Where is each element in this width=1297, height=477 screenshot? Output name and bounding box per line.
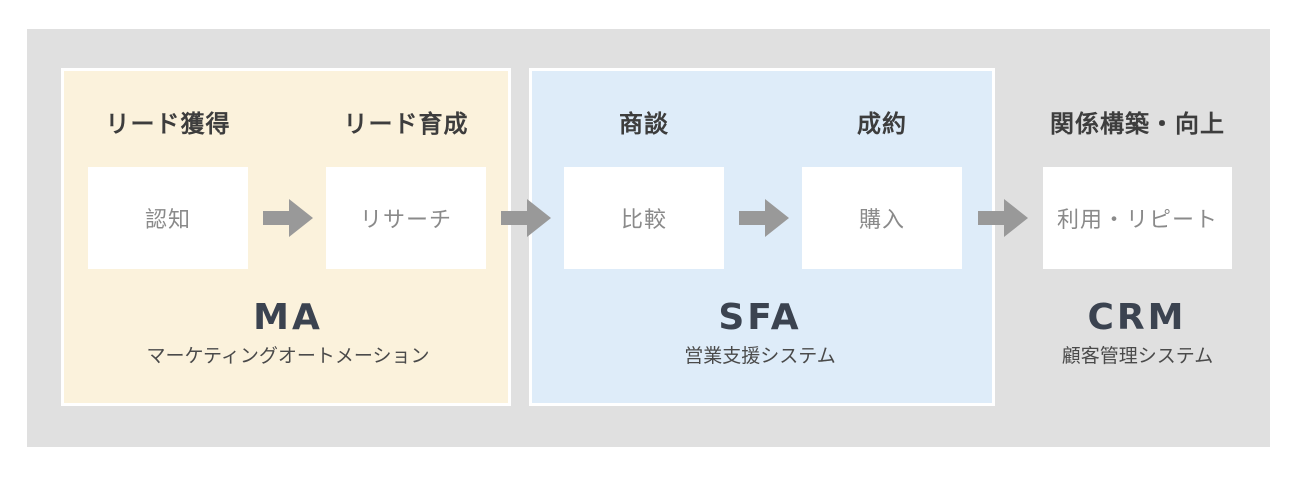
step-purchase-box: 購入 xyxy=(802,167,962,269)
system-sfa-description: 営業支援システム xyxy=(684,345,836,367)
stage-lead-acquisition: リード獲得 xyxy=(105,110,231,138)
step-use-repeat-box: 利用・リピート xyxy=(1043,167,1232,269)
step-comparison-label: 比較 xyxy=(620,208,667,233)
arrow-right-icon xyxy=(978,199,1028,237)
system-crm-description: 顧客管理システム xyxy=(1061,345,1214,367)
step-awareness-label: 認知 xyxy=(144,208,191,233)
step-purchase-label: 購入 xyxy=(858,208,905,233)
arrow-right-icon xyxy=(501,199,551,237)
system-ma-description: マーケティングオートメーション xyxy=(146,345,430,367)
stage-relationship: 関係構築・向上 xyxy=(1050,110,1225,138)
arrow-right-icon xyxy=(263,199,313,237)
stage-contract: 成約 xyxy=(857,110,907,138)
step-awareness-box: 認知 xyxy=(88,167,248,269)
system-sfa-name: SFA xyxy=(718,297,802,338)
step-research-box: リサーチ xyxy=(326,167,486,269)
step-research-label: リサーチ xyxy=(359,208,452,233)
stage-lead-nurturing: リード育成 xyxy=(343,110,469,138)
arrow-right-icon xyxy=(739,199,789,237)
step-use-repeat-label: 利用・リピート xyxy=(1056,208,1218,233)
system-ma-name: MA xyxy=(253,297,323,338)
step-comparison-box: 比較 xyxy=(564,167,724,269)
system-crm-name: CRM xyxy=(1087,297,1187,338)
stage-negotiation: 商談 xyxy=(619,110,669,138)
